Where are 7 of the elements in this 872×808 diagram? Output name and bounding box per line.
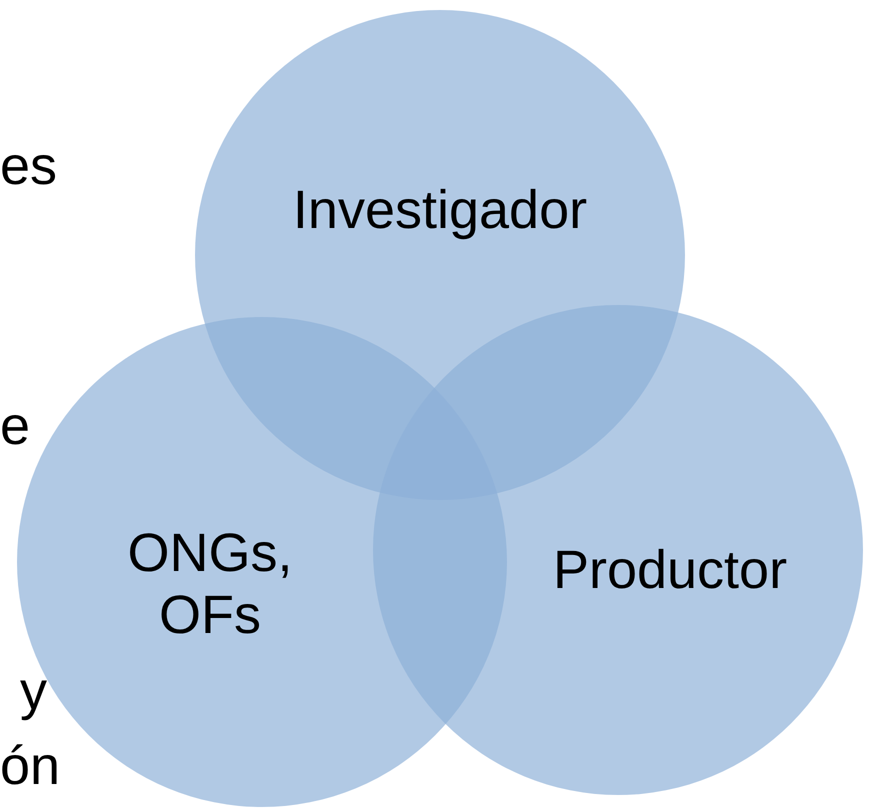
circle-label: ONGs, OFs bbox=[126, 522, 294, 646]
circle-label: Productor bbox=[552, 539, 788, 601]
circle-label: Investigador bbox=[292, 179, 588, 241]
text-fragment: e bbox=[0, 395, 30, 457]
text-fragment: es bbox=[0, 135, 58, 197]
text-fragment: y bbox=[20, 660, 47, 722]
text-fragment: ón bbox=[0, 735, 60, 797]
